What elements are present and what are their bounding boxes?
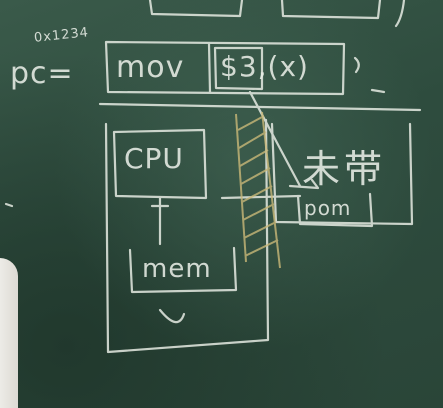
instruction-divider: [207, 42, 212, 94]
operand-highlight-box: [213, 46, 264, 91]
chinese-label: 未带: [302, 147, 387, 191]
top-curve: [394, 0, 406, 28]
device-box: [270, 122, 414, 226]
mem-label: mem: [142, 254, 212, 284]
small-box-label: pom: [304, 196, 352, 220]
top-box-right: [280, 0, 382, 20]
outer-frame: [104, 118, 270, 354]
small-box: [296, 192, 374, 228]
mov-text: mov: [116, 50, 185, 85]
cpu-box: [112, 128, 208, 200]
underline: [98, 102, 422, 112]
mem-box: [128, 246, 238, 294]
instruction-box: [104, 40, 346, 96]
top-box-left: [148, 0, 244, 18]
person-silhouette: [0, 258, 18, 408]
operand-text: $3,(x): [220, 50, 309, 83]
pc-label: pc=: [10, 56, 74, 91]
cpu-label: CPU: [124, 142, 184, 175]
hatched-column: [235, 111, 281, 269]
arrow-line: [248, 90, 302, 188]
